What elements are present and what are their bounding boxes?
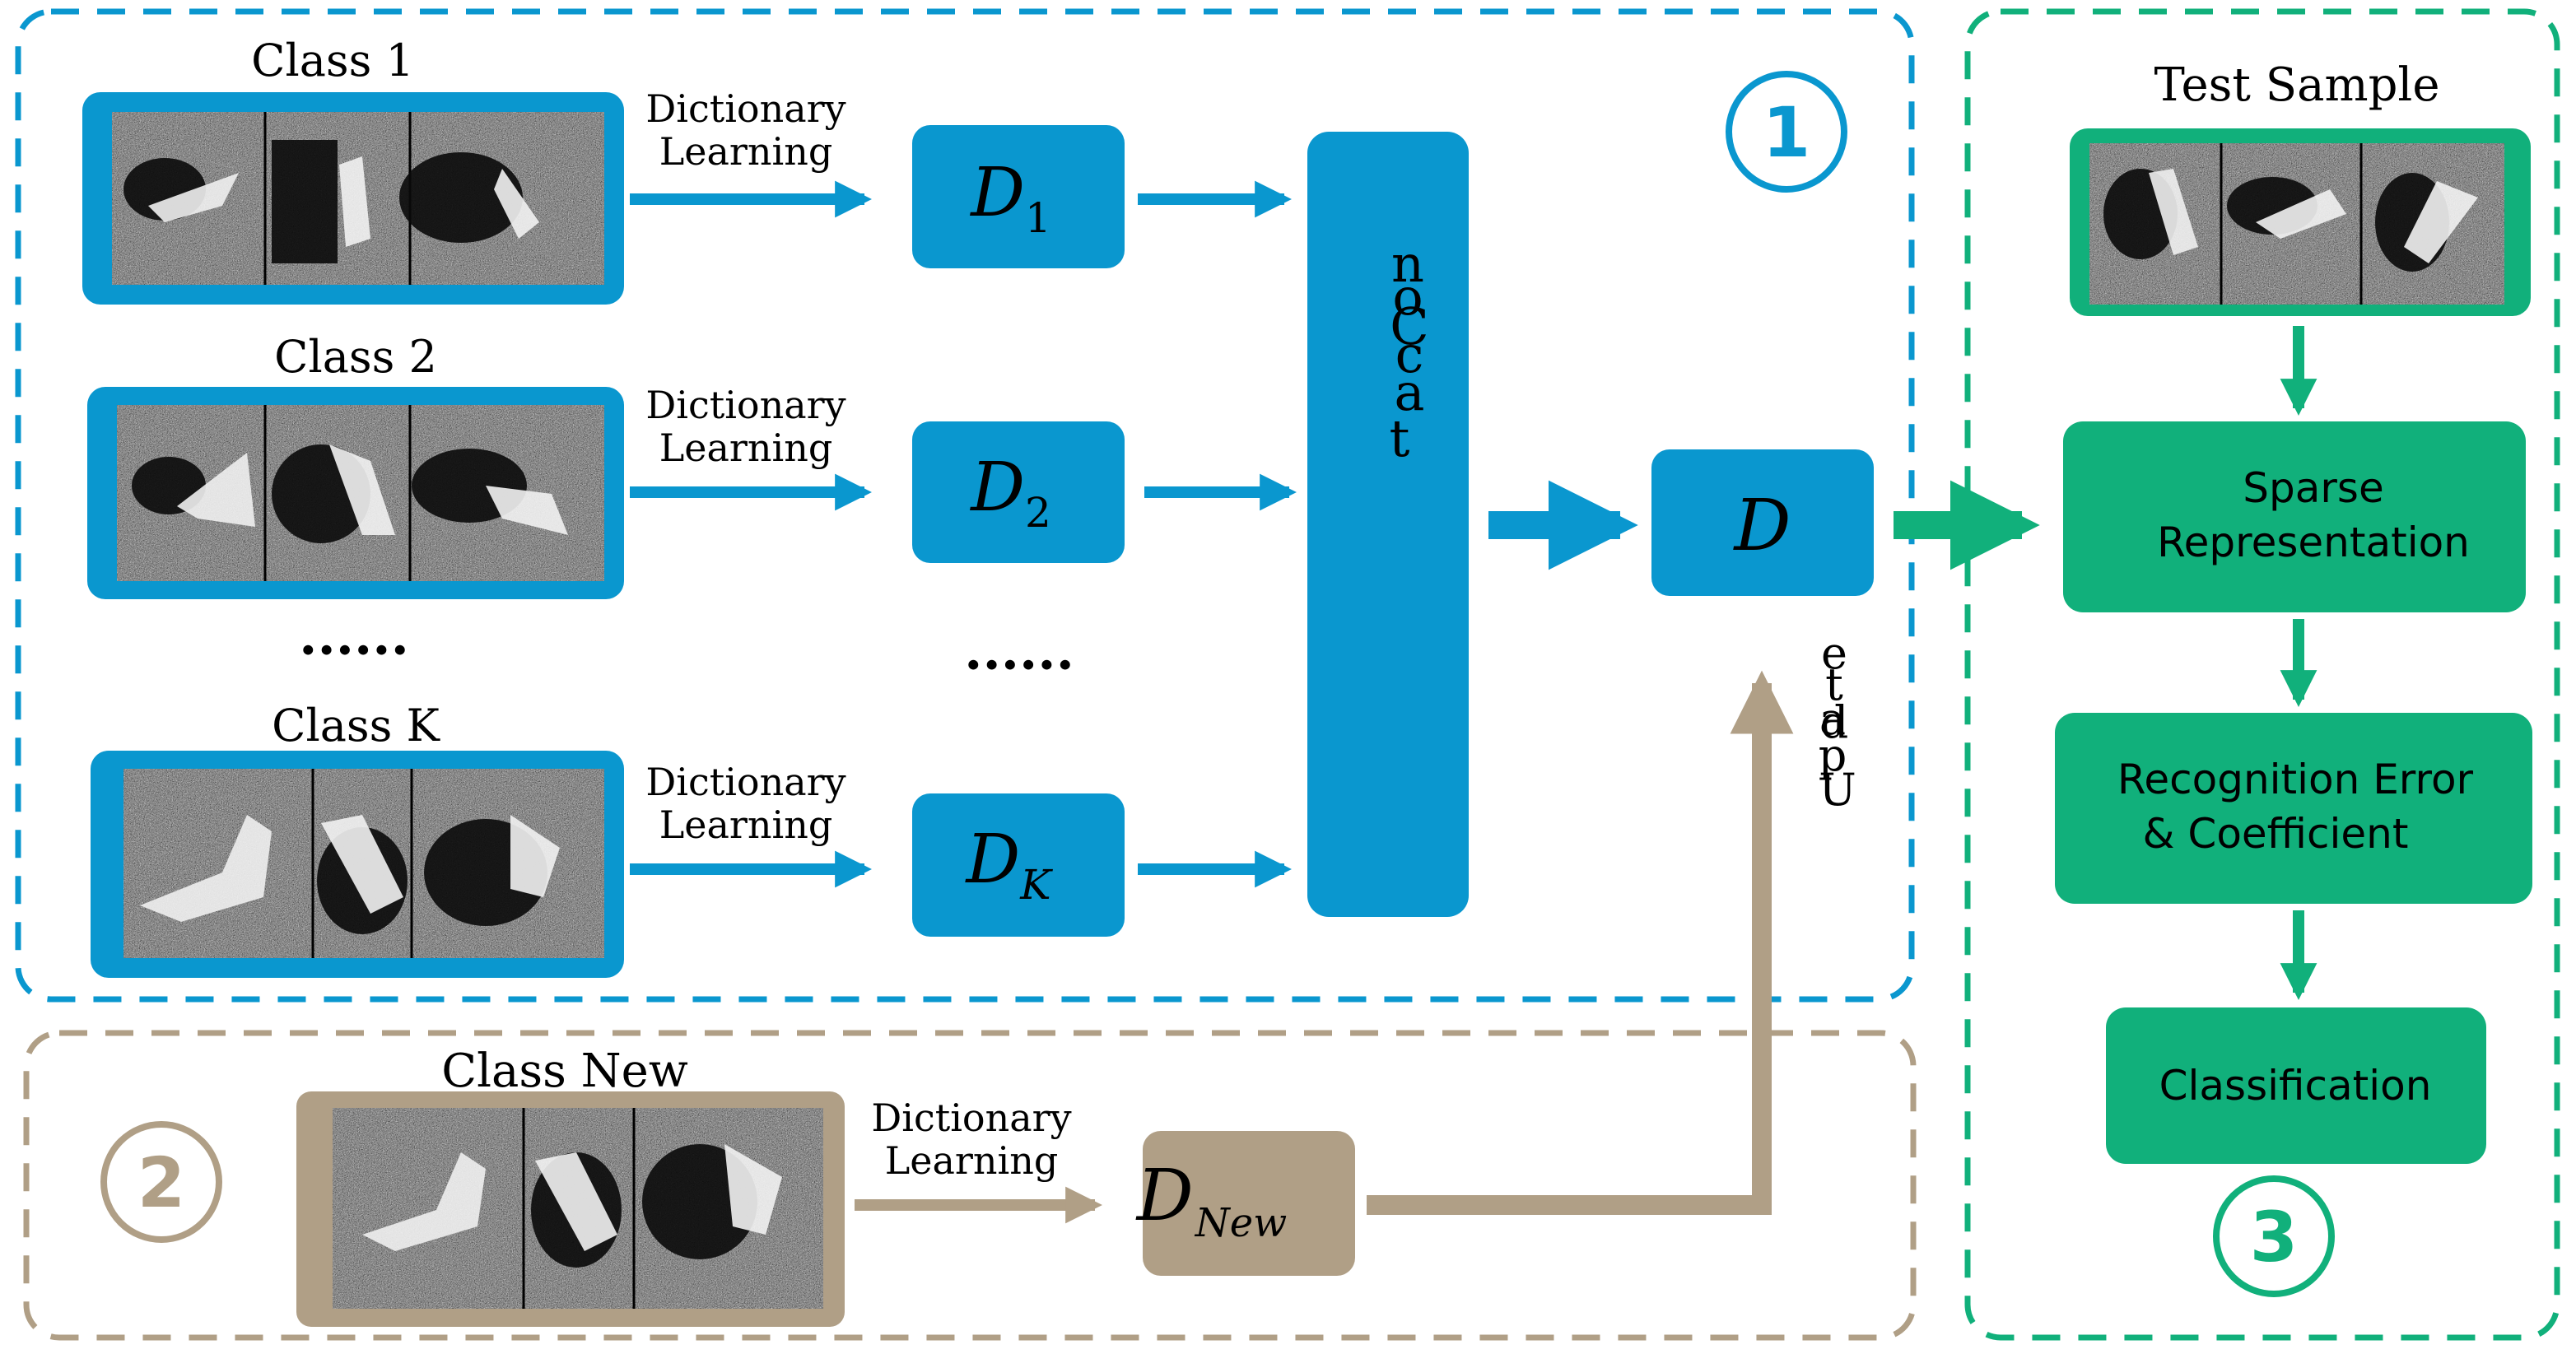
- dict-d2-box: [912, 421, 1125, 563]
- svg-text:Dictionary: Dictionary: [871, 1096, 1071, 1140]
- combined-dict-label: D: [1733, 485, 1791, 567]
- class-new-label: Class New: [441, 1045, 688, 1098]
- class-2-label: Class 2: [274, 331, 437, 383]
- test-sample-label: Test Sample: [2154, 58, 2440, 112]
- dictionary-learning-new: Dictionary Learning: [855, 1096, 1102, 1224]
- class-1-label: Class 1: [251, 35, 414, 86]
- dict-d1-label: D1: [969, 154, 1051, 242]
- dictionary-learning-2: Dictionary Learning: [630, 383, 872, 511]
- svg-text:a: a: [1819, 693, 1846, 745]
- dictionary-learning-1: Dictionary Learning: [630, 86, 872, 218]
- svg-text:d: d: [1820, 696, 1849, 748]
- svg-text:t: t: [1390, 408, 1410, 468]
- class-1-sar-image: [112, 112, 604, 285]
- svg-text:2: 2: [137, 1142, 185, 1223]
- combined-dict-box: [1651, 449, 1874, 596]
- svg-text:Learning: Learning: [659, 129, 833, 174]
- class-2-sar-image: [117, 405, 604, 581]
- svg-text:e: e: [1821, 627, 1847, 679]
- svg-text:1: 1: [1763, 92, 1810, 173]
- dictionary-learning-k: Dictionary Learning: [630, 760, 872, 888]
- svg-text:c: c: [1395, 324, 1424, 384]
- concat-bar: [1307, 132, 1469, 917]
- section3-badge: 3: [2213, 1175, 2335, 1297]
- svg-text:t: t: [1825, 658, 1843, 710]
- recognition-error-box: [2055, 713, 2532, 904]
- recognition-error-line1: Recognition Error: [2117, 756, 2474, 803]
- svg-text:3: 3: [2250, 1197, 2298, 1277]
- dict-d1-box: [912, 125, 1125, 268]
- svg-text:Learning: Learning: [659, 426, 833, 470]
- section2-badge: 2: [100, 1121, 222, 1243]
- class-k-label: Class K: [272, 700, 440, 751]
- sparse-representation-box: [2063, 421, 2526, 612]
- dict-d2-label: D2: [969, 449, 1051, 537]
- concat-label: n o C c a t: [1390, 234, 1429, 468]
- section3-frame: [1964, 8, 2560, 1341]
- update-label: e t a d p U: [1819, 627, 1856, 816]
- dict-dk-label: DK: [964, 821, 1053, 909]
- class-k-sar-image: [123, 769, 604, 958]
- recognition-error-line2: & Coefficient: [2143, 810, 2409, 858]
- classification-label: Classification: [2159, 1062, 2432, 1110]
- class-new-sar-image: [333, 1108, 823, 1309]
- section2-frame: [23, 1030, 1917, 1341]
- svg-text:o: o: [1392, 267, 1423, 327]
- class-ellipsis: ······: [299, 620, 409, 682]
- sparse-representation-line1: Sparse: [2243, 464, 2383, 512]
- dict-ellipsis: ······: [964, 635, 1074, 696]
- dict-dk-box: [912, 793, 1125, 937]
- classification-box: [2106, 1007, 2486, 1164]
- svg-text:Dictionary: Dictionary: [645, 383, 845, 427]
- svg-text:Learning: Learning: [885, 1138, 1059, 1183]
- sparse-representation-line2: Representation: [2157, 519, 2470, 566]
- dict-dnew-box: [1143, 1131, 1355, 1276]
- svg-text:C: C: [1390, 296, 1428, 356]
- svg-text:p: p: [1819, 729, 1847, 781]
- svg-text:Dictionary: Dictionary: [645, 86, 845, 131]
- svg-text:Dictionary: Dictionary: [645, 760, 845, 804]
- svg-text:U: U: [1819, 764, 1856, 816]
- svg-text:Learning: Learning: [659, 803, 833, 847]
- dict-dnew-label: DNew: [1135, 1155, 1287, 1246]
- svg-text:a: a: [1395, 362, 1425, 422]
- test-sample-sar-image: [2089, 143, 2504, 305]
- arrow-dnew-to-d: [1367, 670, 1794, 1215]
- section1-badge: 1: [1726, 71, 1847, 193]
- svg-text:n: n: [1391, 234, 1424, 294]
